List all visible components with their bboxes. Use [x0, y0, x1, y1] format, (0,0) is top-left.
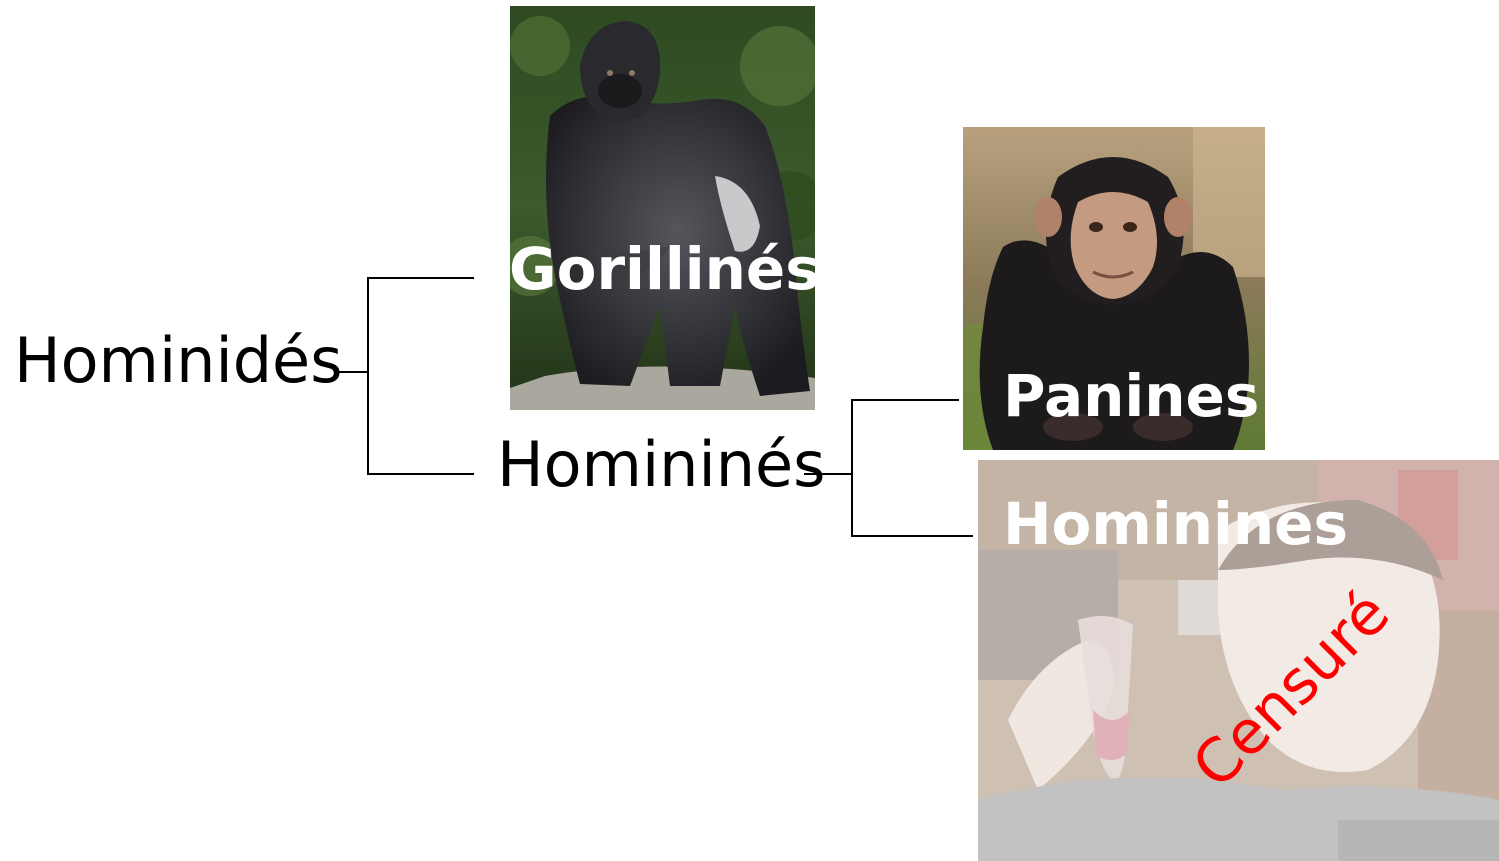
- tree-connector-hominines-vertical: [851, 399, 853, 537]
- tree-connector-to-panines: [851, 399, 959, 401]
- tree-connector-to-hominines-leaf: [851, 535, 973, 537]
- gorillines-caption: Gorillinés: [509, 235, 820, 303]
- human-photo-icon: [978, 460, 1499, 861]
- panines-caption: Panines: [1003, 362, 1260, 430]
- gorilla-photo: [510, 6, 815, 410]
- chimpanzee-photo: [963, 127, 1265, 450]
- tree-connector-hominines-stub: [804, 473, 852, 475]
- hominines-branch-label: Homininés: [497, 428, 826, 501]
- tree-connector-root-vertical: [367, 277, 369, 475]
- tree-connector-to-gorillines: [367, 277, 474, 279]
- chimpanzee-photo-icon: [963, 127, 1265, 450]
- root-label-hominides: Hominidés: [14, 324, 343, 397]
- human-photo: Censuré: [978, 460, 1499, 861]
- tree-connector-to-hominines: [367, 473, 474, 475]
- tree-connector-root-stub: [337, 371, 368, 373]
- hominines-leaf-caption: Hominines: [1003, 490, 1349, 558]
- gorilla-photo-icon: [510, 6, 815, 410]
